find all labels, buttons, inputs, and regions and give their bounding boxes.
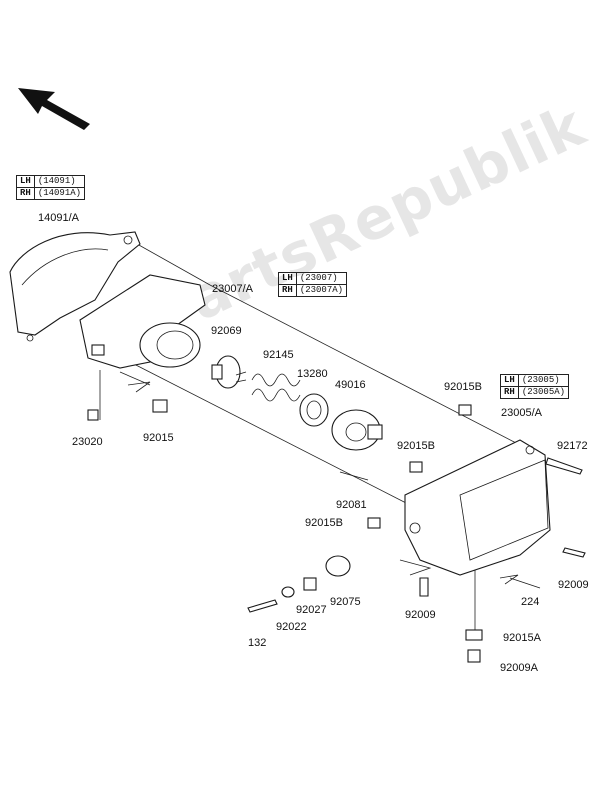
bulb-socket (331, 409, 383, 451)
headlight-housing (79, 274, 206, 369)
table-23005: LH (23005) RH (23005A) (500, 374, 570, 399)
table-code: (23007) (295, 272, 348, 285)
part-label: 92015A (503, 632, 541, 644)
table-code: (23005A) (517, 386, 570, 399)
part-label: 132 (248, 637, 267, 649)
part-label: 23020 (72, 436, 103, 448)
part-label: 14091/A (38, 212, 79, 224)
table-side: LH (16, 175, 35, 188)
part-label: 92145 (263, 349, 294, 361)
part-label: 92069 (211, 325, 242, 337)
headlight-lens-unit (404, 439, 551, 576)
leader-lines (99, 239, 521, 630)
part-label: 92027 (296, 604, 327, 616)
table-code: (14091) (33, 175, 86, 188)
part-label: 92081 (336, 499, 367, 511)
table-side: LH (278, 272, 297, 285)
table-side: RH (500, 386, 519, 399)
table-code: (14091A) (33, 187, 86, 200)
retaining-ring (299, 393, 329, 427)
part-label: 49016 (335, 379, 366, 391)
part-label: 92015 (143, 432, 174, 444)
part-label: 92009 (405, 609, 436, 621)
part-label: 224 (521, 596, 540, 608)
table-code: (23007A) (295, 284, 348, 297)
small-hardware (87, 399, 586, 663)
headlight-cover (9, 231, 141, 342)
part-label: 92015B (305, 517, 343, 529)
table-side: LH (500, 374, 519, 387)
part-label: 23007/A (212, 283, 253, 295)
table-code: (23005) (517, 374, 570, 387)
front-direction-arrow-icon (18, 88, 90, 130)
part-label: 92022 (276, 621, 307, 633)
part-label: 13280 (297, 368, 328, 380)
part-label: 92015B (397, 440, 435, 452)
part-label: 92009A (500, 662, 538, 674)
bulb (211, 355, 247, 389)
part-label: 92172 (557, 440, 588, 452)
table-23007: LH (23007) RH (23007A) (278, 272, 348, 297)
part-label: 92009 (558, 579, 589, 591)
table-side: RH (278, 284, 297, 297)
table-14091: LH (14091) RH (14091A) (16, 175, 86, 200)
part-label: 23005/A (501, 407, 542, 419)
table-side: RH (16, 187, 35, 200)
part-label: 92015B (444, 381, 482, 393)
spring (251, 373, 301, 402)
part-label: 92075 (330, 596, 361, 608)
